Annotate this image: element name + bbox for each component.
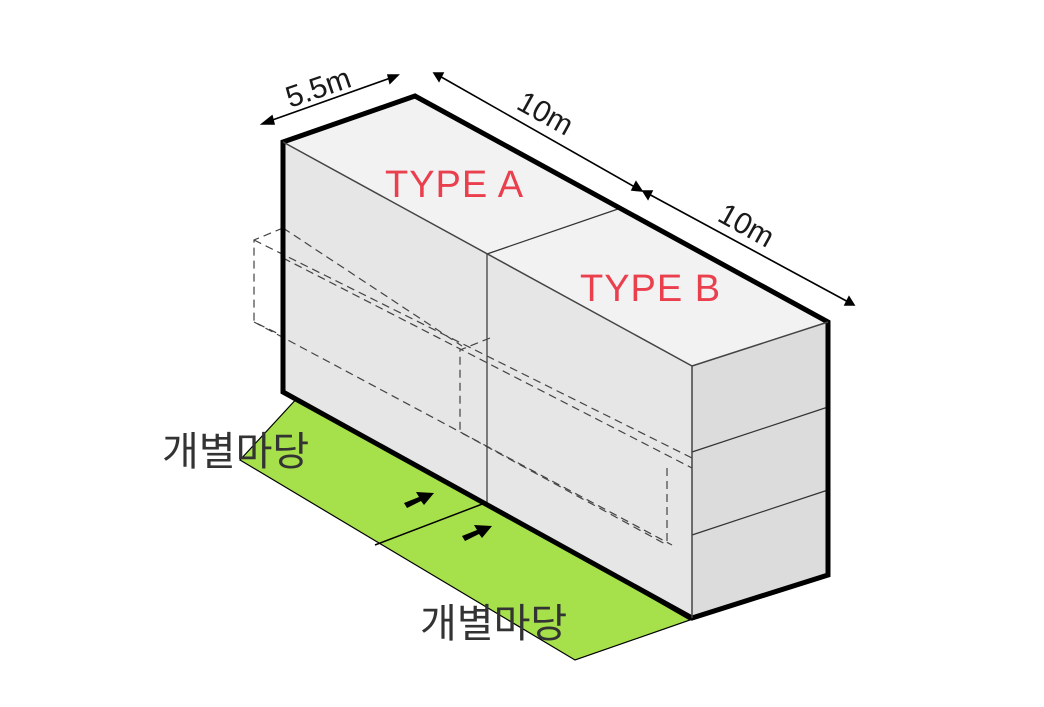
entrance-arrow-icon — [404, 492, 434, 508]
dimension-lines — [259, 72, 856, 306]
building-outline — [280, 93, 831, 621]
yard-label-lower: 개별마당 — [420, 601, 567, 647]
depth-dimension-label: 5.5m — [282, 62, 356, 115]
floor-line-1 — [691, 406, 829, 453]
yard-divider — [374, 502, 486, 546]
yard-label-upper: 개별마당 — [162, 429, 309, 475]
building-end-face — [692, 322, 828, 618]
entrance-arrow-icon — [462, 525, 492, 541]
front-edge-top — [282, 141, 693, 367]
floor-line-2 — [691, 489, 829, 536]
unit-divider-top — [486, 208, 619, 255]
type-a-label: TYPE A — [385, 164, 524, 206]
hidden-volume-dashed — [253, 227, 693, 546]
yard-area — [239, 394, 692, 661]
length-a-dimension-label: 10m — [512, 85, 579, 142]
top-edge-end — [691, 321, 829, 367]
type-b-label: TYPE B — [580, 268, 721, 310]
